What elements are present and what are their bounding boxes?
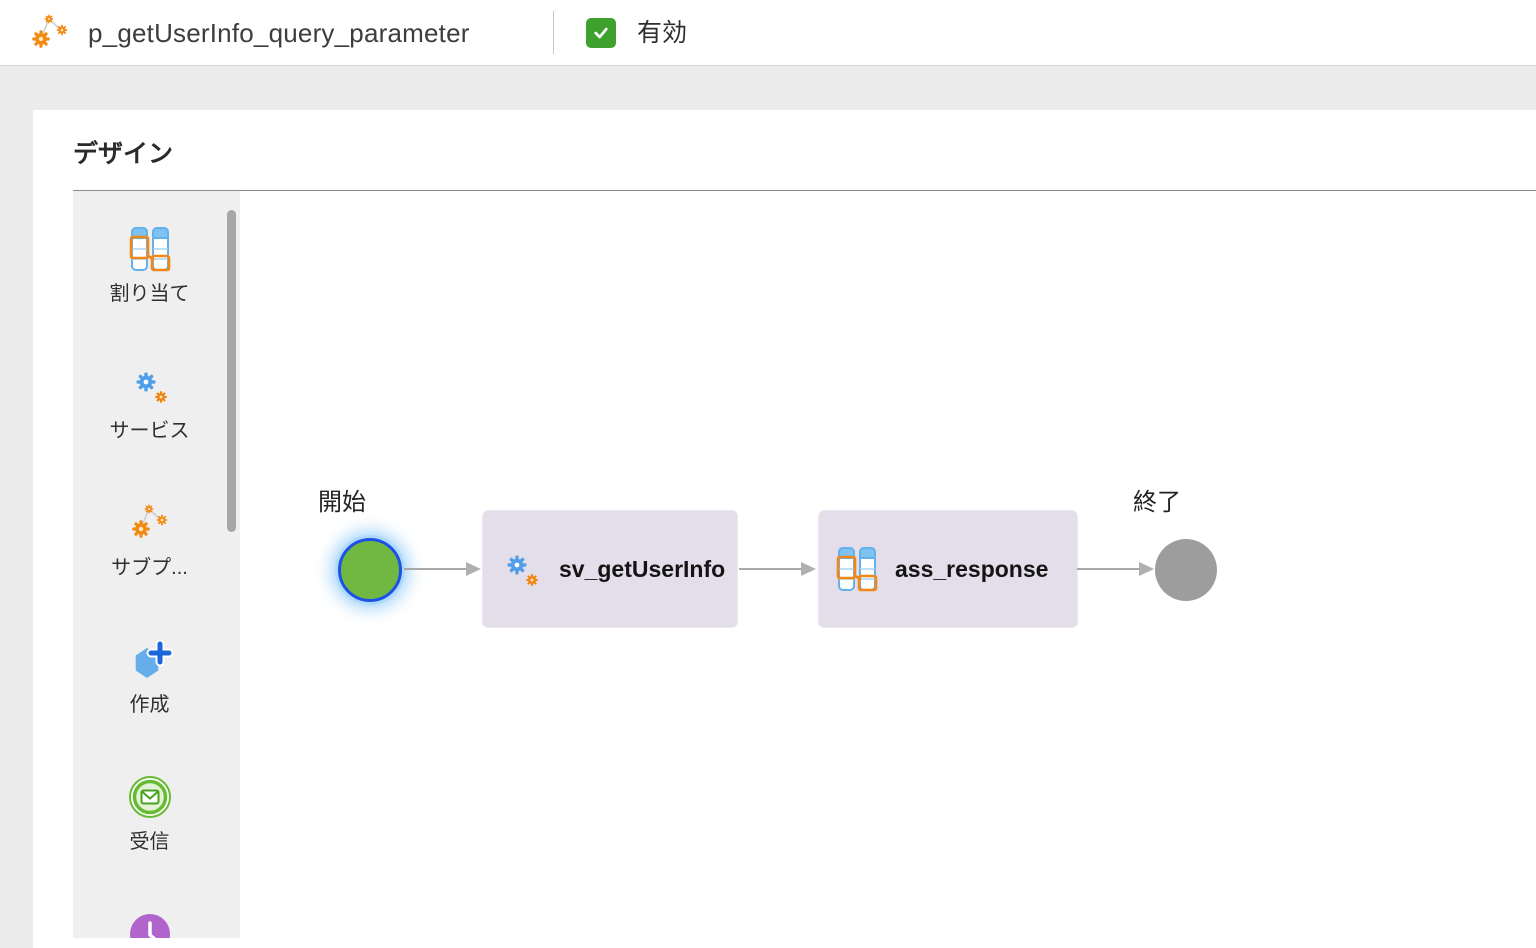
assignment-icon — [127, 225, 173, 273]
palette-item-label: サブプ... — [111, 557, 188, 579]
palette-item-label: サービス — [109, 420, 190, 442]
header-divider — [553, 11, 554, 54]
step-node-label: sv_getUserInfo — [559, 555, 726, 582]
palette-scrollbar-thumb[interactable] — [227, 210, 236, 532]
step-palette: 割り当て サービス サブプ... — [73, 191, 240, 938]
create-hexagon-plus-icon — [127, 636, 173, 684]
palette-item-service[interactable]: サービス — [73, 362, 226, 499]
enabled-checkbox[interactable] — [586, 18, 616, 48]
app-header: p_getUserInfo_query_parameter 有効 — [0, 0, 1536, 66]
end-node-label: 終了 — [1133, 489, 1181, 516]
step-node-label: ass_response — [895, 555, 1049, 582]
connector-arrow — [403, 561, 482, 577]
palette-item-create[interactable]: 作成 — [73, 636, 226, 773]
enabled-label: 有効 — [637, 19, 688, 47]
subprocess-gears-icon — [126, 499, 174, 547]
connector-arrow — [1076, 561, 1155, 577]
connector-arrow — [738, 561, 817, 577]
check-icon — [594, 27, 608, 39]
service-gears-icon — [127, 362, 173, 410]
palette-item-list: 割り当て サービス サブプ... — [73, 191, 226, 938]
palette-item-subprocess[interactable]: サブプ... — [73, 499, 226, 636]
palette-item-wait[interactable] — [73, 910, 226, 938]
wait-clock-icon — [127, 910, 173, 938]
process-title: p_getUserInfo_query_parameter — [88, 18, 470, 48]
palette-item-assignment[interactable]: 割り当て — [73, 225, 226, 362]
start-node-label: 開始 — [318, 489, 366, 516]
panel-title: デザイン — [73, 140, 174, 168]
service-gears-icon — [498, 546, 544, 592]
panel-divider — [73, 190, 1536, 191]
palette-item-label: 受信 — [129, 831, 170, 853]
assignment-icon — [834, 545, 880, 593]
receive-envelope-icon — [127, 773, 173, 821]
palette-item-receive[interactable]: 受信 — [73, 773, 226, 910]
design-panel: デザイン 割り当て サービス サブプ... — [33, 110, 1536, 948]
start-node[interactable] — [338, 538, 402, 602]
end-node[interactable] — [1155, 539, 1217, 601]
step-node-assignment[interactable]: ass_response — [818, 510, 1078, 628]
palette-item-label: 割り当て — [109, 283, 190, 305]
process-gears-icon — [26, 9, 74, 62]
palette-item-label: 作成 — [129, 694, 170, 716]
step-node-service[interactable]: sv_getUserInfo — [482, 510, 738, 628]
